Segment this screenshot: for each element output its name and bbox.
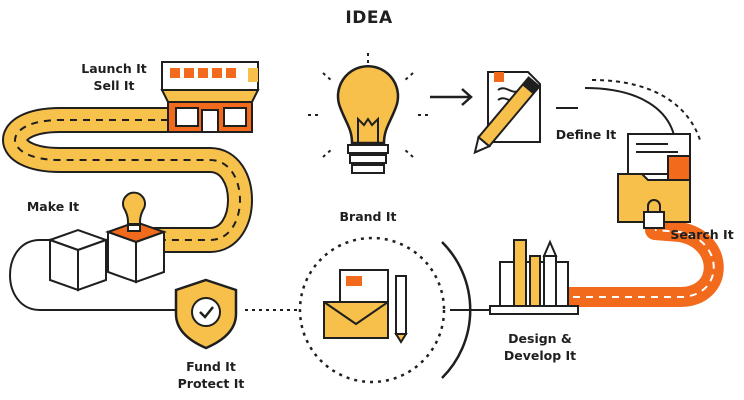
label-brand-line1: Brand It	[339, 209, 397, 224]
label-define-line1: Define It	[555, 127, 617, 142]
path-track-right	[550, 79, 724, 307]
label-design-line2: Develop It	[503, 348, 577, 363]
label-launch-line1: Launch It	[81, 61, 147, 76]
label-make-it: Make It	[18, 198, 88, 215]
pen-and-document-icon	[473, 71, 578, 155]
label-search-it: Search It	[664, 226, 740, 243]
boxes-with-lightbulb-icon	[47, 191, 167, 292]
folder-with-lock-icon	[617, 133, 691, 229]
lightbulb-icon	[308, 53, 428, 174]
envelope-and-pencil-icon	[298, 236, 472, 384]
label-design-line1: Design &	[508, 331, 572, 346]
storefront-icon	[160, 61, 260, 133]
label-fund-it: Fund It Protect It	[166, 358, 256, 392]
label-design-develop-it: Design & Develop It	[490, 330, 590, 364]
path-track-left	[2, 107, 253, 311]
label-launch-it: Launch It Sell It	[74, 60, 154, 94]
diagram-title: IDEA	[345, 8, 393, 28]
label-define-it: Define It	[546, 126, 626, 143]
label-brand-it: Brand It	[328, 208, 408, 225]
label-search-line1: Search It	[670, 227, 734, 242]
label-launch-line2: Sell It	[93, 78, 135, 93]
label-fund-line2: Protect It	[177, 376, 245, 391]
arrow-right-icon	[430, 88, 473, 106]
shield-check-icon	[174, 278, 238, 350]
label-fund-line1: Fund It	[186, 359, 236, 374]
laptop-with-tools-icon	[489, 239, 579, 315]
label-make-line1: Make It	[26, 199, 80, 214]
